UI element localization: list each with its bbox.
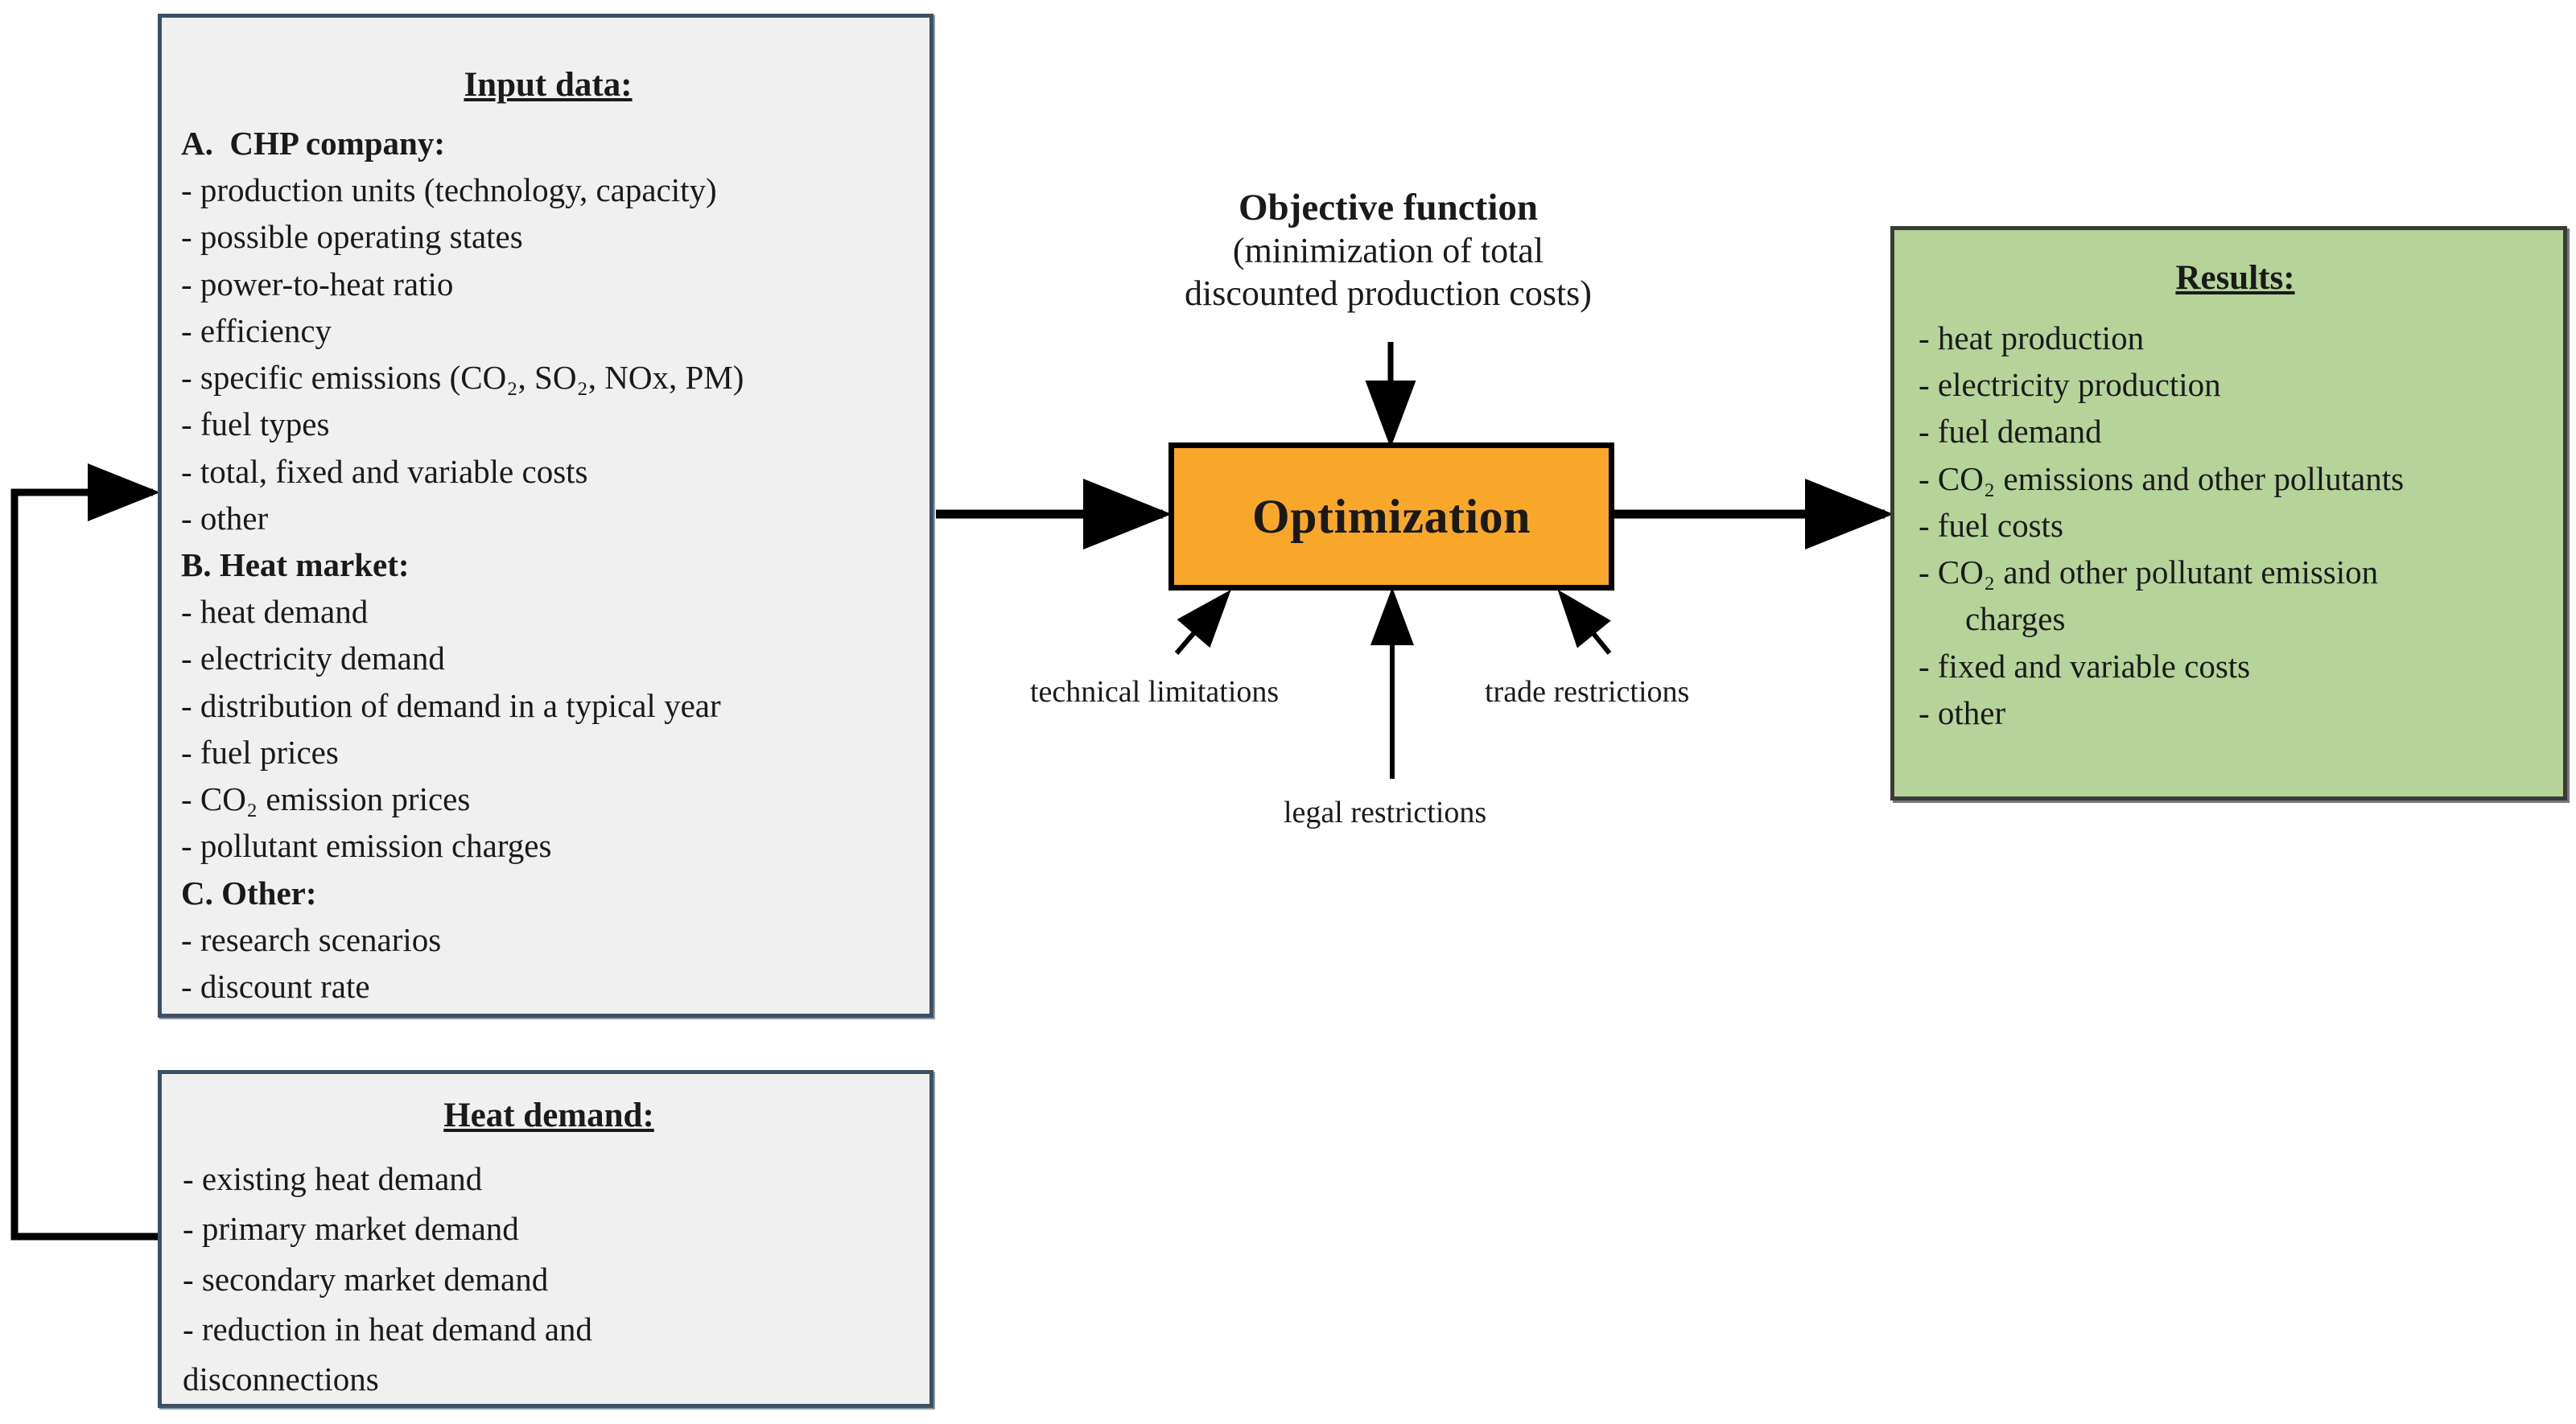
input-data-box: Input data: A. CHP company: - production… — [158, 14, 934, 1018]
list-item: - fuel types — [181, 405, 330, 443]
list-item: - discount rate — [181, 967, 370, 1005]
list-item: - primary market demand — [183, 1210, 519, 1248]
heat-demand-list: - existing heat demand - primary market … — [183, 1154, 915, 1405]
results-content: Results: - heat production - electricity… — [1919, 261, 2552, 736]
list-item: - production units (technology, capacity… — [181, 171, 717, 209]
list-item: B. Heat market: — [181, 545, 410, 583]
objective-function-line1: (minimization of total — [1232, 230, 1544, 270]
heat-demand-content: Heat demand: - existing heat demand - pr… — [183, 1098, 915, 1405]
list-item: - heat demand — [181, 593, 369, 631]
arrow-trade-restrictions — [1557, 589, 1612, 655]
list-item: - CO₂ and other pollutant emission — [1919, 554, 2379, 591]
list-item: charges — [1965, 600, 2066, 638]
list-item: - other — [1919, 693, 2006, 731]
list-item: - efficiency — [181, 311, 332, 349]
results-box: Results: - heat production - electricity… — [1890, 226, 2567, 800]
heat-demand-box: Heat demand: - existing heat demand - pr… — [158, 1070, 934, 1408]
constraint-technical-limitations: technical limitations — [1030, 675, 1280, 709]
arrow-technical-limitations — [1174, 589, 1231, 655]
list-item: - fuel demand — [1919, 413, 2102, 451]
list-item: - electricity demand — [181, 640, 445, 677]
optimization-box: Optimization — [1168, 442, 1614, 591]
list-item: disconnections — [183, 1360, 379, 1398]
optimization-label: Optimization — [1252, 489, 1531, 543]
list-item: C. Other: — [181, 874, 317, 912]
input-data-content: Input data: A. CHP company: - production… — [181, 68, 915, 1010]
list-item: - heat production — [1919, 319, 2145, 356]
heat-demand-title: Heat demand: — [443, 1097, 654, 1134]
list-item: A. CHP company: — [181, 125, 445, 162]
list-item: - possible operating states — [181, 218, 523, 256]
list-item: - reduction in heat demand and — [183, 1310, 592, 1348]
list-item: - power-to-heat ratio — [181, 265, 454, 302]
list-item: - total, fixed and variable costs — [181, 452, 588, 490]
constraint-legal-restrictions: legal restrictions — [1284, 796, 1487, 829]
list-item: - fixed and variable costs — [1919, 647, 2251, 685]
objective-function-line2: discounted production costs) — [1185, 274, 1592, 314]
list-item: - CO₂ emission prices — [181, 780, 471, 818]
results-title: Results: — [2175, 259, 2295, 297]
list-item: - specific emissions (CO₂, SO₂, NOx, PM) — [181, 359, 744, 397]
results-list: - heat production - electricity producti… — [1919, 315, 2552, 736]
list-item: - distribution of demand in a typical ye… — [181, 686, 721, 724]
list-item: - other — [181, 499, 269, 537]
list-item: - secondary market demand — [183, 1260, 549, 1298]
list-item: - electricity production — [1919, 366, 2221, 404]
feedback-loop-arrow — [10, 463, 160, 1241]
list-item: - CO₂ emissions and other pollutants — [1919, 459, 2405, 497]
list-item: - fuel costs — [1919, 506, 2063, 544]
objective-function-title: Objective function — [1238, 187, 1539, 228]
list-item: - existing heat demand — [183, 1160, 483, 1197]
list-item: - pollutant emission charges — [181, 827, 552, 865]
list-item: - fuel prices — [181, 733, 339, 771]
constraint-trade-restrictions: trade restrictions — [1485, 675, 1690, 709]
input-data-title: Input data: — [464, 66, 633, 104]
input-data-list: A. CHP company: - production units (tech… — [181, 120, 915, 1010]
objective-function-label: Objective function (minimization of tota… — [1082, 187, 1694, 315]
list-item: - research scenarios — [181, 920, 442, 958]
